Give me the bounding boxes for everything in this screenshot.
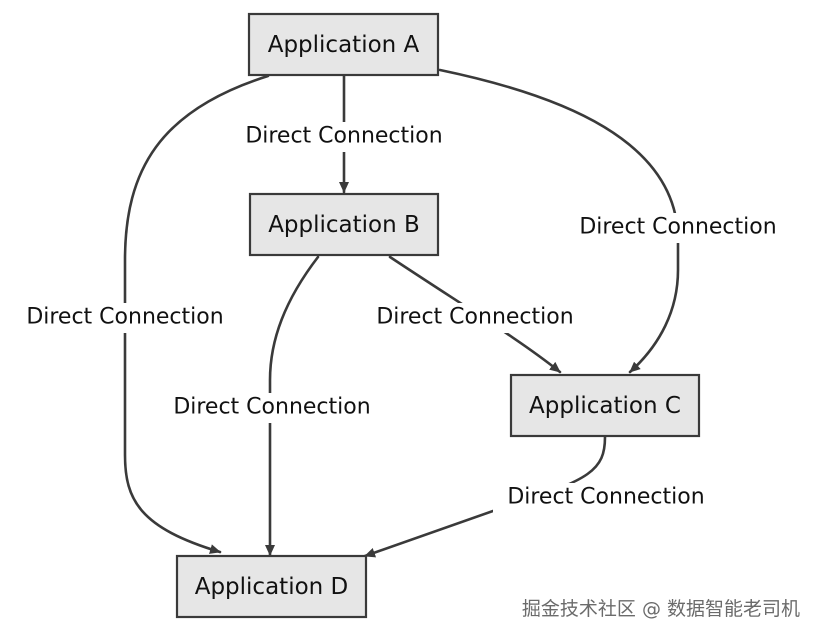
edge-a-to-d [123,74,270,554]
node-application-a-label: Application A [268,32,420,58]
edge-label-a-to-d: Direct Connection [26,305,223,330]
edge-label-b-to-c: Direct Connection [376,305,573,330]
edges [123,68,680,558]
node-application-d-label: Application D [195,574,349,600]
node-application-d: Application D [175,554,368,619]
edge-label-a-to-b: Direct Connection [245,124,442,149]
edge-label-c-to-d: Direct Connection [507,485,704,510]
node-application-b: Application B [248,192,440,257]
node-application-c: Application C [509,373,701,438]
edge-label-a-to-c: Direct Connection [579,215,776,240]
node-application-a: Application A [247,12,440,77]
edge-labels: Direct Connection Direct Connection Dire… [12,122,791,513]
node-application-b-label: Application B [268,212,420,238]
edge-a-to-c [438,68,680,374]
watermark-text: 掘金技术社区 @ 数据智能老司机 [522,598,800,620]
edge-b-to-d [265,255,320,557]
edge-label-b-to-d: Direct Connection [173,395,370,420]
node-application-c-label: Application C [529,393,681,419]
